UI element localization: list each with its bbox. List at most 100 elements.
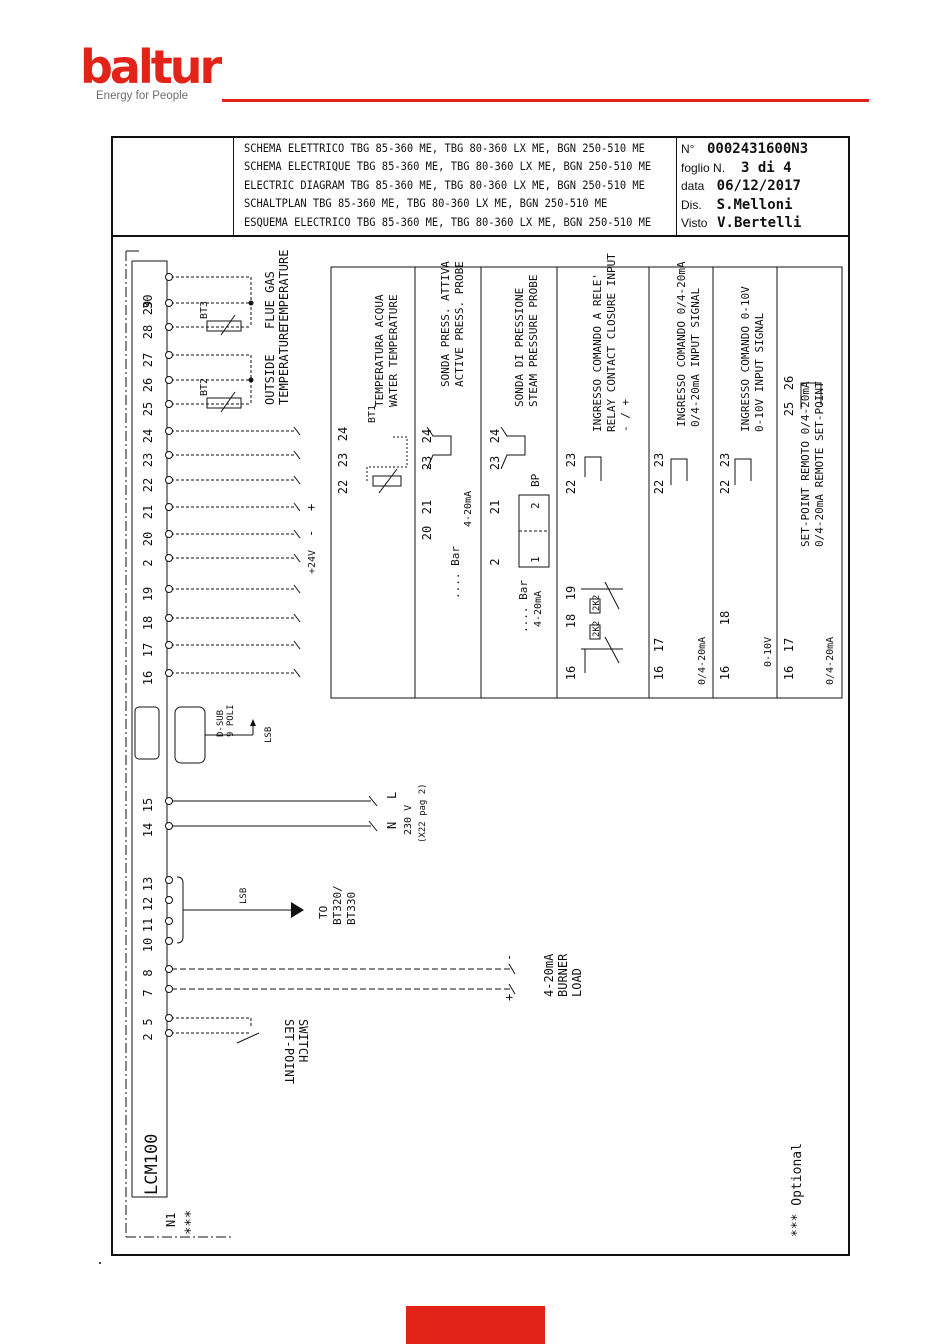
title-block: SCHEMA ELETTRICO TBG 85-360 ME, TBG 80-3… [111,136,850,237]
option-terminal: 17 [652,638,666,652]
option-title: SONDA PRESS. ATTIVA [439,261,452,387]
option-terminal: 23 [336,453,350,467]
terminal-number: 29 [141,301,155,315]
option-terminal: 22 [652,480,666,494]
option-terminal: 26 [782,376,796,390]
sheet-row: foglio N. 3 di 4 [681,158,848,177]
minus-sign: - [304,530,318,537]
terminal-number: 18 [141,616,155,630]
module-ref: N1 [164,1213,178,1227]
option-title: INGRESSO COMANDO A RELE' [591,273,604,432]
option-terminal: 24 [420,429,434,443]
terminal-number: 12 [141,897,155,911]
option-terminal: 18 [718,611,732,625]
drawn-by-label: Dis. [681,197,702,212]
checked-by-label: Visto [681,216,708,230]
terminal-number: 19 [141,587,155,601]
title-french: SCHEMA ELECTRIQUE TBG 85-360 ME, TBG 80-… [244,160,652,174]
option-terminal: 18 [564,614,578,628]
page-dot [99,1262,101,1264]
option-terminal: 23 [564,453,578,467]
option-title: WATER TEMPERATURE [387,294,400,407]
option-title: ACTIVE PRESS. PROBE [453,261,466,387]
title-italian: SCHEMA ELETTRICO TBG 85-360 ME, TBG 80-3… [244,142,645,155]
terminal-number: 11 [141,918,155,932]
title-block-logo-cell [111,136,234,235]
baltur-logo: baltur Energy for People [80,42,230,104]
terminal-number: 21 [141,505,155,519]
supply-24v-label: +24V [307,550,318,574]
option-terminal: 21 [488,500,502,514]
dsub-label: D-SUB [216,710,226,737]
option-terminal: 19 [564,586,578,600]
option-title: 0/4-20mA REMOTE SET-POINT [813,381,826,547]
logo-tagline: Energy for People [96,90,189,102]
option-terminal: 20 [420,526,434,540]
relay-label: 2K2 [592,621,602,637]
relay-label: 2K2 [592,595,602,611]
option-title: RELAY CONTACT CLOSURE INPUT [605,253,618,432]
option-terminal: 23 [420,456,434,470]
drawn-by: S.Melloni [716,196,793,213]
switch-setpoint-label: SWITCH [296,1019,310,1062]
option-range: 4-20mA [533,591,544,627]
terminal-number: 14 [141,823,155,837]
option-terminal: 24 [488,429,502,443]
option-title: SONDA DI PRESSIONE [513,288,526,407]
option-range: 0-10V [763,637,774,667]
terminal-number: 2 [141,559,155,566]
date-label: data [681,179,705,193]
terminal-number: 13 [141,877,155,891]
option-terminal: 16 [782,666,796,680]
option-terminal: 22 [336,480,350,494]
power-l-label: L [385,792,399,799]
outside-temperature-label: TEMPERATURE [277,326,291,405]
power-n-label: N [385,822,399,829]
header-rule [222,99,869,102]
terminal-number: 24 [141,429,155,443]
bt1-label: BT1 [367,405,378,423]
option-range: 4-20mA [463,491,474,527]
drawing-number-row: N°0002431600N3 [681,139,848,158]
sheet-label: foglio N. [681,160,726,175]
option-terminal: 23 [718,453,732,467]
title-spanish: ESQUEMA ELECTRICO TBG 85-360 ME, TBG 80-… [244,215,652,229]
date-row: data 06/12/2017 [681,176,848,195]
option-title: 0/4-20mA INPUT SIGNAL [689,288,702,427]
probe-pin: 2 [529,502,542,509]
drawing-date: 06/12/2017 [716,178,801,194]
probe-bp-label: BP [529,473,542,487]
module-label: LCM100 [142,1134,162,1195]
bus-target-label: BT320/ [331,885,344,925]
page-tab [406,1306,545,1344]
option-terminal: 24 [336,427,350,441]
terminal-number: 16 [141,671,155,685]
option-title: STEAM PRESSURE PROBE [527,275,540,407]
title-block-info: N°0002431600N3 foglio N. 3 di 4 data 06/1… [677,136,848,235]
switch-setpoint-label: SET-POINT [282,1019,296,1084]
terminal-number: 5 [141,1018,155,1025]
bt3-label: BT3 [199,301,210,319]
terminal-number: 15 [141,798,155,812]
option-terminal: 2 [488,558,502,565]
terminal-number: 20 [141,532,155,546]
terminal-number: 26 [141,378,155,392]
option-title: TEMPERATURA ACQUA [373,294,386,407]
power-reference-label: (X22 pag 2) [418,783,428,843]
checked-by-row: Visto V.Bertelli [681,213,848,232]
option-terminal: 16 [652,666,666,680]
terminal-number: 28 [141,325,155,339]
terminal-number: 17 [141,643,155,657]
option-title: INGRESSO COMANDO 0-10V [739,286,752,432]
option-range: 0/4-20mA [825,637,836,685]
drawn-by-row: Dis. S.Melloni [681,195,848,214]
terminal-number: 25 [141,402,155,416]
terminal-label: 30 [141,295,155,309]
dsub-label: 9 POLI [226,704,236,737]
terminal-number: 23 [141,453,155,467]
sheet-number: 3 di 4 [741,159,792,176]
bus-target-label: TO [317,906,330,919]
checked-by: V.Bertelli [717,215,802,231]
terminal-number: 2 [141,1033,155,1040]
